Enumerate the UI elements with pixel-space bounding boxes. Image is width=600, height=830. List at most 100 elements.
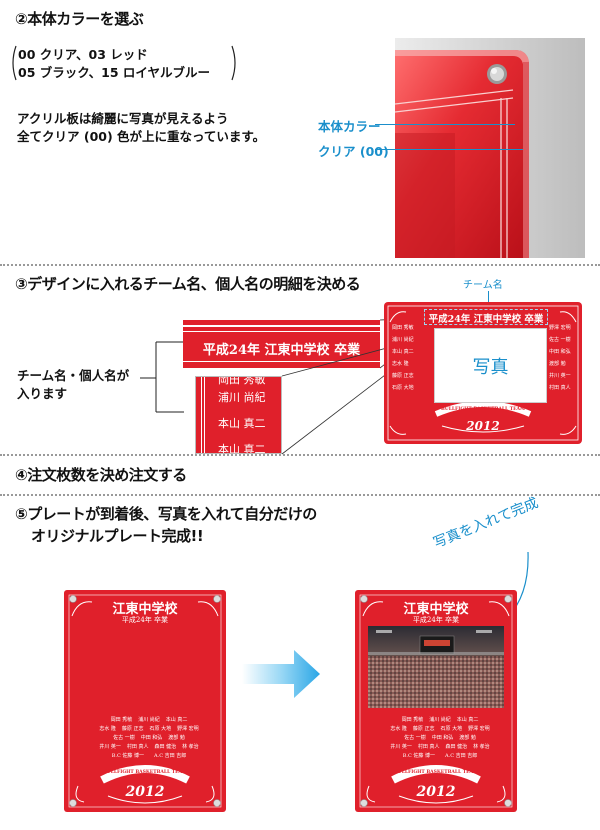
design-left-name: 岡田 秀敏: [392, 325, 414, 331]
arena-photo-illustration: [368, 626, 504, 708]
zoom-name-3: 本山 真二: [218, 417, 266, 430]
divider-3: [0, 494, 600, 496]
plate-name: 林 孝治: [473, 744, 490, 750]
plate-name: 村田 真人: [126, 744, 149, 750]
label-clear: クリア (00): [318, 144, 389, 159]
plate-name: 岡田 秀敏: [110, 717, 133, 723]
design-year: 2012: [466, 419, 500, 433]
step4-title: ④注文枚数を決め注文する: [15, 466, 187, 484]
plate-name: 中田 和弘: [140, 735, 163, 741]
design-right-name: 佐古 一樹: [549, 337, 571, 343]
plate-before-school: 江東中学校: [112, 602, 178, 617]
acrylic-plate-illustration: [395, 38, 585, 258]
plate-name: 井川 英一: [390, 744, 412, 750]
plate-after-school: 江東中学校: [403, 602, 469, 617]
leader-clear-line: [375, 149, 523, 150]
plate-name: 藤原 正志: [412, 726, 435, 732]
plate-name: 本山 真二: [165, 717, 188, 723]
side-line1: チーム名・個人名が: [17, 368, 130, 383]
photo-window: 写真: [434, 328, 547, 403]
names-rule-left2: [204, 377, 205, 453]
leader-body-line: [375, 124, 515, 125]
plate-after-year: 2012: [416, 784, 456, 800]
plate-after: 江東中学校 平成24年 卒業: [355, 590, 517, 812]
plate-after-arc-text: BULLFIGHT BASKETBALL TEAM: [393, 770, 479, 775]
plate-after-grad: 平成24年 卒業: [412, 616, 460, 624]
zoom-name-2: 浦川 尚紀: [218, 391, 266, 404]
plate-name: 佐古 一樹: [113, 735, 135, 741]
plate-name: A.C 吉田 吉郎: [445, 753, 478, 759]
plate-name: 志水 隆: [390, 726, 407, 732]
plate-name: 藤原 正志: [121, 726, 144, 732]
plate-name: 森田 健治: [445, 744, 468, 750]
plate-name: 渡部 勉: [459, 735, 476, 741]
divider-1: [0, 264, 600, 266]
plate-name: 渡部 勉: [168, 735, 185, 741]
banner-rule-bottom: [183, 361, 380, 362]
plate-name: 志水 隆: [99, 726, 116, 732]
plate-name: 浦川 尚紀: [138, 717, 160, 723]
design-left-name: 志水 隆: [392, 361, 409, 367]
side-line2: 入ります: [17, 386, 68, 401]
design-banner-text: 平成24年 江東中学校 卒業: [428, 314, 544, 325]
plate-before-ornament: [68, 594, 222, 808]
plate-before-grad: 平成24年 卒業: [121, 616, 169, 624]
design-right-name: 村田 真人: [549, 385, 571, 391]
plate-name: A.C 吉田 吉郎: [154, 753, 187, 759]
zoom-banner-panel: 平成24年 江東中学校 卒業: [183, 320, 380, 368]
design-plate-ornament: [387, 305, 579, 441]
paren-brackets: [12, 45, 236, 81]
team-name-callout: チーム名: [463, 280, 503, 291]
design-left-name: 浦川 尚紀: [392, 337, 414, 343]
step5-title-line2: オリジナルプレート完成!!: [31, 527, 204, 545]
plate-name: 井川 英一: [99, 744, 121, 750]
design-right-name: 中田 和弘: [549, 349, 571, 355]
callout-bracket: [140, 341, 184, 413]
plate-name: 佐古 一樹: [404, 735, 426, 741]
step2-title: ②本体カラーを選ぶ: [15, 10, 144, 28]
design-left-names: 岡田 秀敏 浦川 尚紀 本山 真二 志水 隆 藤原 正志 石原 大地: [392, 324, 432, 396]
arena-photo: [368, 626, 504, 708]
plate-name: 野澤 宏明: [468, 726, 490, 732]
design-plate: 平成24年 江東中学校 卒業 写真 岡田 秀敏 浦川 尚紀 本山 真二 志水 隆…: [384, 302, 582, 444]
plate-name: 石原 大地: [440, 726, 463, 732]
acrylic-closeup-photo: [395, 38, 585, 258]
plate-before-names: 岡田 秀敏 浦川 尚紀 本山 真二 志水 隆 藤原 正志 石原 大地 野澤 宏明…: [84, 716, 214, 761]
divider-2: [0, 454, 600, 456]
team-name-box: 平成24年 江東中学校 卒業: [424, 309, 548, 325]
plate-after-names: 岡田 秀敏 浦川 尚紀 本山 真二 志水 隆 藤原 正志 石原 大地 野澤 宏明…: [375, 716, 505, 761]
zoom-banner-text: 平成24年 江東中学校 卒業: [202, 343, 361, 358]
plate-name: 村田 真人: [417, 744, 440, 750]
design-left-name: 本山 真二: [392, 349, 414, 355]
plate-name: B.C 佐藤 博一: [111, 753, 145, 759]
colors-line2: 05 ブラック、15 ロイヤルブルー: [18, 65, 210, 80]
design-left-name: 藤原 正志: [392, 373, 414, 379]
plate-name: 浦川 尚紀: [429, 717, 451, 723]
colors-line1: 00 クリア、03 レッド: [18, 47, 148, 62]
plate-name: 岡田 秀敏: [401, 717, 424, 723]
callout-photo-complete: 写真を入れて完成: [431, 494, 541, 552]
design-left-name: 石原 大地: [392, 385, 414, 391]
plate-name: B.C 佐藤 博一: [402, 753, 436, 759]
plate-name: 森田 健治: [154, 744, 177, 750]
step5-title-line1: ⑤プレートが到着後、写真を入れて自分だけの: [15, 505, 317, 523]
right-arrow-icon: [242, 650, 320, 698]
desc-line2: 全てクリア (00) 色が上に重なっています。: [17, 129, 266, 144]
desc-line1: アクリル板は綺麗に写真が見えるよう: [17, 111, 229, 126]
team-callout-line: [488, 291, 489, 306]
plate-before: 江東中学校 平成24年 卒業 岡田 秀敏 浦川 尚紀 本山 真二 志水 隆 藤原…: [64, 590, 226, 812]
photo-label: 写真: [472, 357, 509, 378]
step3-title: ③デザインに入れるチーム名、個人名の明細を決める: [15, 275, 361, 293]
plate-name: 石原 大地: [149, 726, 172, 732]
design-right-name: 野澤 宏明: [549, 325, 571, 331]
banner-rule-top: [183, 325, 380, 327]
design-right-name: 渡部 勉: [549, 361, 566, 367]
zoom-names-panel: 岡田 秀敏 浦川 尚紀 本山 真二 本山 真二: [195, 376, 282, 454]
plate-name: 本山 真二: [456, 717, 479, 723]
names-rule-left: [201, 377, 202, 453]
plate-before-year: 2012: [125, 784, 165, 800]
design-right-names: 野澤 宏明 佐古 一樹 中田 和弘 渡部 勉 井川 英一 村田 真人: [549, 324, 581, 396]
label-body-color: 本体カラー: [318, 119, 381, 134]
plate-name: 中田 和弘: [431, 735, 454, 741]
design-arc-text: BULLFIGHT BASKETBALL TEAM: [440, 407, 526, 412]
